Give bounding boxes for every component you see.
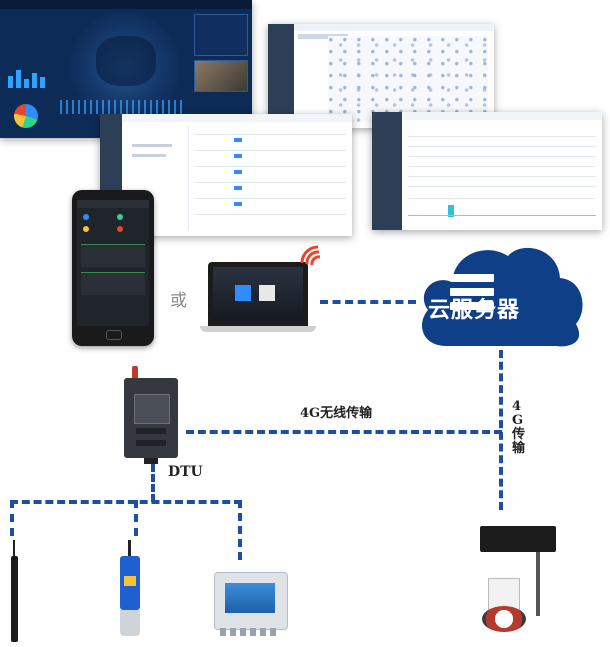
link-dtu-cloud bbox=[186, 430, 502, 434]
controller-box bbox=[214, 572, 288, 638]
wifi-signal-icon bbox=[300, 245, 321, 266]
cloud-label: 云服务器 bbox=[427, 298, 520, 323]
table-screenshot bbox=[372, 112, 602, 230]
laptop bbox=[200, 262, 320, 338]
link-dtu-bus bbox=[151, 464, 155, 502]
dtu-label: DTU bbox=[168, 464, 203, 480]
sensor-bus bbox=[10, 500, 242, 504]
drop-sensor-1 bbox=[10, 500, 14, 536]
cloud-server-icon bbox=[422, 247, 583, 347]
map-screenshot bbox=[268, 24, 494, 128]
or-label: 或 bbox=[170, 291, 187, 311]
drop-controller bbox=[238, 500, 242, 560]
pie-chart bbox=[14, 104, 38, 128]
smartphone bbox=[72, 190, 154, 346]
link-laptop-cloud bbox=[320, 300, 416, 304]
drop-sensor-2 bbox=[134, 500, 138, 536]
dashboard-screenshot bbox=[0, 0, 252, 138]
wireless-label: 4G无线传输 bbox=[300, 406, 373, 421]
dtu-device bbox=[118, 366, 184, 464]
sensor-probe-thin bbox=[8, 540, 22, 644]
spectrometer bbox=[478, 526, 558, 638]
vertical-4g-label: 4G传输 bbox=[512, 399, 526, 456]
sensor-probe-blue bbox=[112, 540, 148, 644]
